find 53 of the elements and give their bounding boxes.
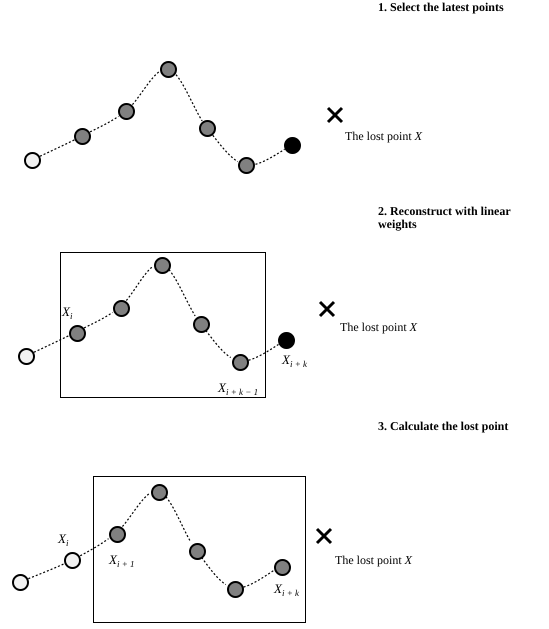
step-heading: 1. Select the latest points — [378, 1, 505, 14]
data-point-circle — [198, 120, 216, 136]
data-point-circle — [238, 156, 254, 174]
data-point-circle — [24, 152, 40, 168]
data-point-circle — [18, 348, 34, 364]
dotted-curve — [126, 266, 152, 301]
dotted-curve — [165, 496, 191, 542]
data-point-circle — [278, 332, 294, 348]
point-label: X$_{i + k}$ — [282, 353, 308, 370]
dotted-curve — [28, 563, 64, 580]
point-label: X$_{i}$ — [58, 532, 68, 549]
data-point-circle — [12, 574, 28, 590]
data-point-circle — [160, 60, 176, 78]
dotted-curve — [40, 139, 75, 157]
point-label: X$_{i + k}$ — [274, 582, 300, 599]
dotted-curve — [168, 269, 196, 316]
window-frame — [93, 476, 306, 623]
dotted-curve — [122, 493, 150, 527]
data-point-circle — [64, 552, 80, 568]
dotted-curve — [80, 538, 109, 556]
dotted-curve — [212, 134, 238, 162]
dotted-curve — [132, 72, 160, 106]
data-point-circle — [154, 256, 170, 274]
dotted-curve — [84, 312, 113, 328]
dotted-curve — [176, 74, 203, 122]
point-label: X$_{i + 1}$ — [109, 553, 135, 570]
dotted-curve — [90, 116, 119, 132]
annotation-text: The lost point X — [335, 554, 412, 568]
dotted-curve — [34, 335, 69, 353]
dotted-curve — [205, 330, 232, 358]
data-point-circle — [226, 580, 244, 598]
dotted-curve — [243, 570, 274, 588]
data-point-circle — [68, 324, 86, 342]
point-label: X$_{i + k − 1}$ — [218, 381, 258, 398]
data-point-circle — [118, 102, 134, 120]
data-point-circle — [232, 354, 248, 370]
data-point-circle — [192, 316, 210, 332]
data-point-circle — [150, 484, 168, 500]
dotted-curve — [255, 148, 285, 165]
data-point-circle — [108, 526, 126, 542]
window-frame — [60, 252, 266, 398]
data-point-circle — [274, 558, 290, 576]
annotation-text: The lost point X — [345, 130, 422, 144]
data-point-circle — [284, 136, 300, 154]
step-heading: 3. Calculate the lost point — [378, 420, 510, 434]
annotation-text: The lost point X — [340, 321, 418, 334]
data-point-circle — [188, 542, 206, 560]
point-label: X$_{i}$ — [62, 305, 72, 322]
data-point-circle — [74, 128, 90, 144]
dotted-curve — [201, 557, 226, 586]
step-heading: 2. Reconstruct with linear weights — [378, 205, 512, 232]
dotted-curve — [248, 344, 279, 361]
data-point-circle — [112, 300, 130, 316]
